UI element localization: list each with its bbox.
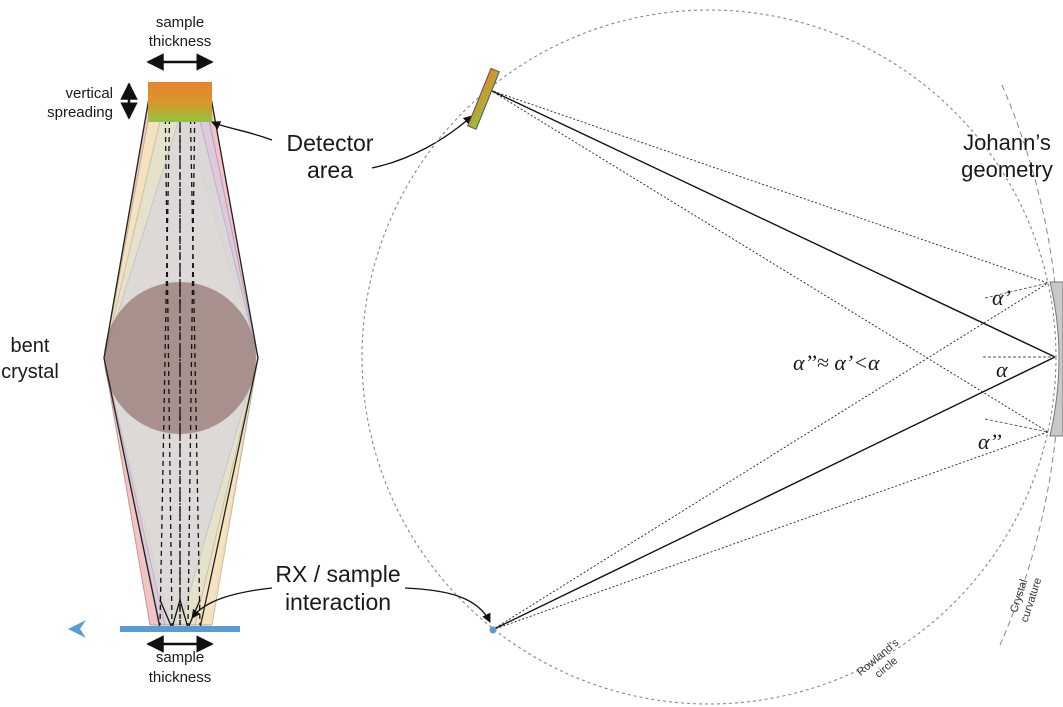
left-panel: sample thickness vertical spreading	[1, 14, 259, 686]
crystal-outline	[103, 91, 161, 629]
crystal-plate	[1049, 281, 1063, 437]
rx-label-line2: interaction	[285, 589, 391, 615]
johann-title-line2: geometry	[961, 157, 1053, 182]
detector-area-label-line1: Detector	[287, 130, 374, 156]
sample-thickness-bottom-label-line1: sample	[156, 649, 204, 666]
bent-crystal-label-line1: bent	[11, 335, 50, 357]
bent-crystal-label-line2: crystal	[1, 361, 59, 383]
rays	[489, 89, 1056, 631]
rx-callout-right	[404, 587, 491, 623]
beam-marker	[68, 620, 86, 638]
detector-area-label-line2: area	[307, 157, 353, 183]
alpha-label: α	[996, 357, 1008, 382]
vertical-spreading-label-line1: vertical	[65, 85, 113, 102]
alpha-relation-label: α’’≈ α’<α	[793, 350, 880, 375]
alpha-prime-label: α’	[992, 285, 1011, 310]
rx-callout-left	[191, 587, 273, 619]
detector-block	[148, 82, 212, 122]
sample-point	[489, 626, 497, 634]
rowland-label: Rowland’s circle	[855, 637, 902, 681]
vertical-spreading-label-line2: spreading	[47, 104, 113, 121]
sample-thickness-top-label-line1: sample	[156, 14, 204, 31]
sample-thickness-top-label-line2: thickness	[149, 33, 212, 50]
rowland-circle	[361, 9, 1057, 705]
detector-callout-right	[371, 115, 473, 169]
crystal-outline-right	[199, 91, 259, 629]
right-panel: α’ α α’’ α’’≈ α’<α Johann’s geometry Row…	[361, 9, 1063, 705]
sample-bar	[120, 626, 240, 632]
small-detector	[467, 67, 500, 130]
alpha-double-prime-label: α’’	[978, 429, 1002, 454]
callouts: Detector area RX / sample interaction	[191, 115, 491, 623]
johann-title-line1: Johann’s	[963, 130, 1051, 155]
rx-label-line1: RX / sample	[275, 561, 400, 587]
crystal-curvature-arc	[999, 84, 1060, 646]
sample-thickness-bottom-label-line2: thickness	[149, 669, 212, 686]
detector-callout-left	[211, 121, 273, 141]
angle-refs	[983, 282, 1055, 433]
